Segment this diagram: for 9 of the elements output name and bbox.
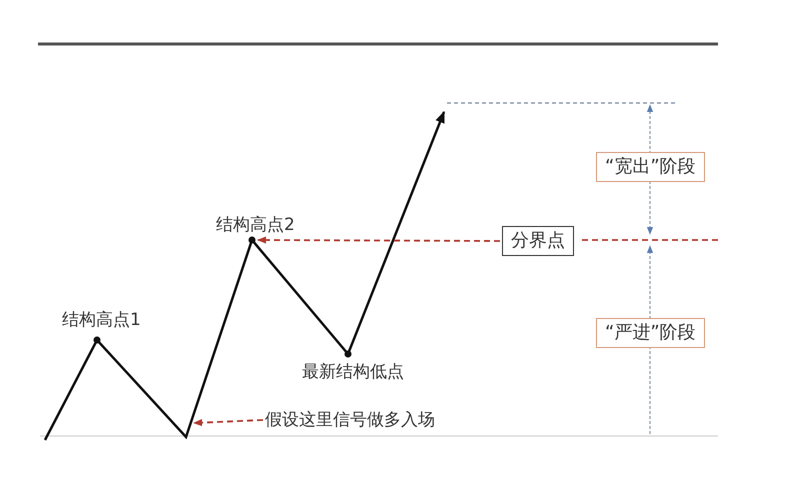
label-box: “宽出”阶段 [596,152,705,182]
arrow [193,419,264,426]
note-text: 假设这里信号做多入场 [265,409,435,431]
arrow [257,236,500,244]
label-box: 分界点 [502,226,574,256]
text-label: 结构高点1 [62,309,141,331]
text-label: 结构高点2 [216,214,295,236]
label-box: “严进”阶段 [596,318,705,348]
text-label: 最新结构低点 [302,361,404,383]
